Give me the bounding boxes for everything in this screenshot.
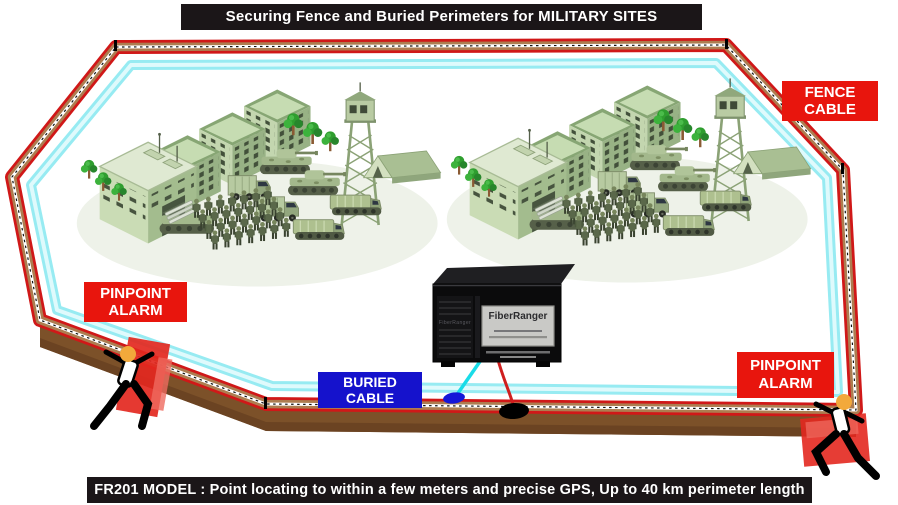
optical-cable-to-buried: [454, 359, 483, 397]
fence-post-tick: [264, 397, 267, 409]
fence-post-tick: [725, 39, 728, 49]
footer-bar: FR201 MODEL : Point locating to within a…: [87, 477, 812, 503]
fence-post-tick: [114, 40, 117, 51]
pinpoint-alarm-line1: PINPOINT: [100, 285, 171, 302]
perimeter-wall: [5, 38, 863, 437]
device-grille-brand-text: FiberRanger: [438, 320, 472, 326]
fiberranger-device: [432, 264, 575, 367]
device-brand-text: FiberRanger: [488, 311, 548, 322]
title-bar: Securing Fence and Buried Perimeters for…: [181, 4, 702, 30]
pinpoint-alarm-label-left: PINPOINT ALARM: [84, 282, 187, 322]
pinpoint-alarm-line2: ALARM: [758, 375, 813, 392]
pinpoint-alarm-line1: PINPOINT: [750, 357, 821, 374]
intruder-head: [836, 394, 852, 410]
fence-cable-label: FENCE CABLE: [782, 81, 878, 121]
device-screen: [481, 305, 555, 347]
device-cables: [443, 359, 529, 420]
pinpoint-alarm-line2: ALARM: [108, 302, 163, 319]
fence-post-tick: [841, 163, 844, 174]
buried-cable-label: BURIED CABLE: [318, 372, 422, 408]
intruder-left: [90, 336, 173, 430]
pinpoint-alarm-label-right: PINPOINT ALARM: [737, 352, 834, 398]
military-base-left: [77, 82, 441, 286]
fence-cable-connector: [499, 402, 529, 420]
device-grille: [437, 296, 473, 358]
buried-cable-line: [26, 58, 843, 397]
intruder-head: [120, 346, 136, 362]
buried-cable-connector: [443, 392, 465, 404]
intruder-right: [800, 394, 880, 480]
